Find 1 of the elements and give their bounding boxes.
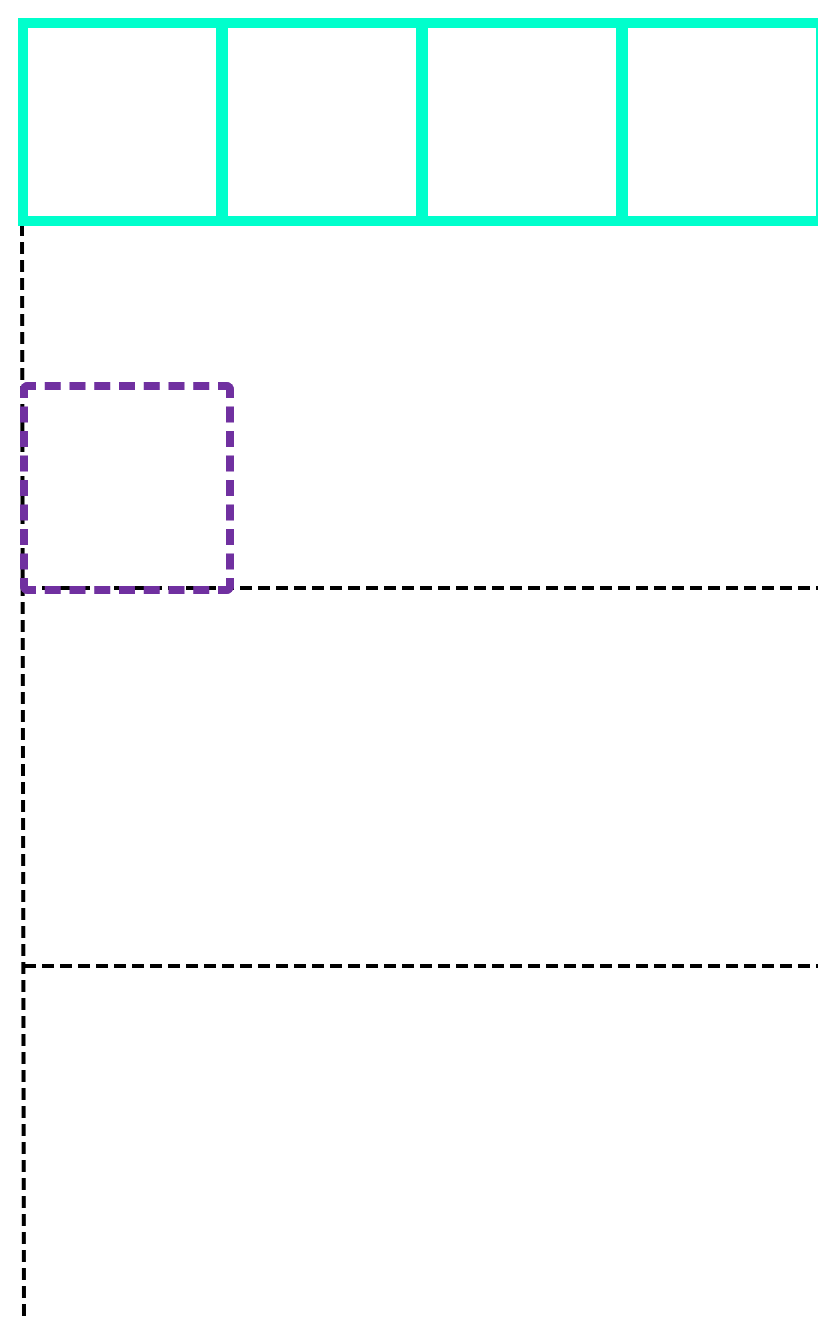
dashed-square [20, 382, 234, 594]
